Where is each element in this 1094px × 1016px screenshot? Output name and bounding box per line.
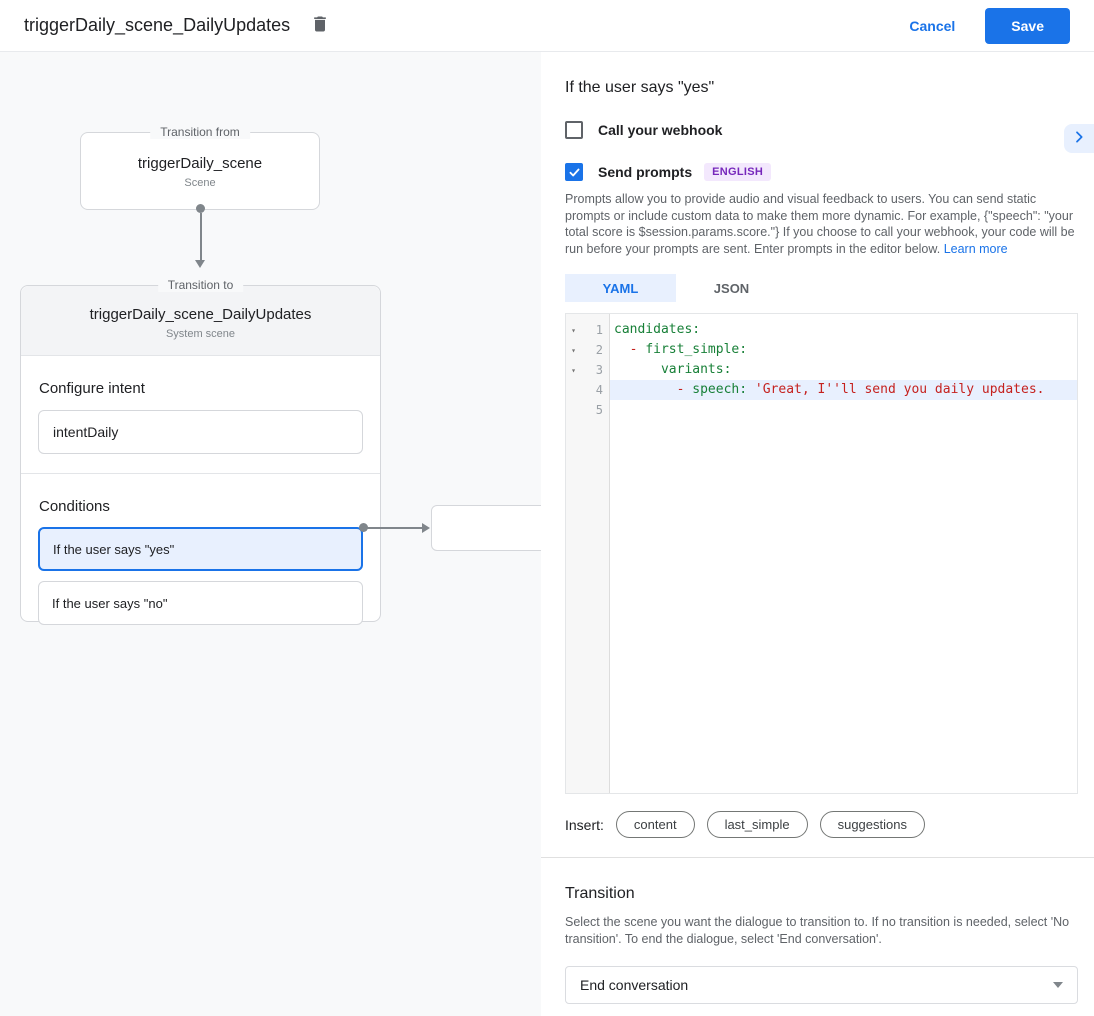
insert-row: Insert: content last_simple suggestions (565, 811, 1078, 838)
chevron-right-icon (1071, 129, 1087, 148)
code-line[interactable]: - first_simple: (610, 340, 1077, 360)
fold-arrow-icon[interactable]: ▾ (571, 345, 576, 355)
line-number: 5 (595, 403, 603, 417)
page-title: triggerDaily_scene_DailyUpdates (24, 15, 291, 35)
code-token (614, 362, 661, 377)
condition-item[interactable]: If the user says "no" (38, 581, 363, 625)
gutter-line: 4 (566, 380, 609, 400)
connector-line (199, 213, 202, 260)
arrowhead-icon (422, 523, 430, 533)
dropdown-caret-icon (1053, 982, 1063, 988)
send-prompts-label: Send prompts (598, 164, 693, 180)
code-token: speech: (692, 382, 755, 397)
conditions-label: Conditions (39, 498, 110, 515)
language-badge: ENGLISH (704, 163, 772, 181)
from-scene-type: Scene (184, 177, 216, 189)
main-area: Transition from triggerDaily_scene Scene… (0, 52, 1094, 1016)
code-token: - (676, 382, 693, 397)
flow-arrow-vertical (195, 204, 205, 270)
insert-chips: content last_simple suggestions (604, 811, 925, 838)
code-token: candidates: (614, 322, 701, 337)
gutter-line: 5 (566, 400, 609, 420)
transition-to-legend: Transition to (157, 278, 244, 292)
transition-select[interactable]: End conversation (565, 966, 1078, 1004)
checkmark-icon (569, 168, 579, 176)
cancel-button[interactable]: Cancel (909, 17, 956, 34)
connector-dot (196, 204, 205, 213)
save-button[interactable]: Save (985, 7, 1070, 44)
call-webhook-checkbox[interactable] (565, 121, 583, 139)
panel-divider (541, 857, 1094, 858)
transition-to-node: Transition to triggerDaily_scene_DailyUp… (20, 278, 381, 625)
intent-field[interactable]: intentDaily (38, 410, 363, 454)
delete-scene-button[interactable] (308, 14, 332, 38)
configure-intent-label: Configure intent (39, 380, 145, 397)
webhook-row: Call your webhook (565, 121, 1078, 139)
tab-json[interactable]: JSON (713, 280, 750, 296)
code-line[interactable]: variants: (610, 360, 1077, 380)
prompts-description: Prompts allow you to provide audio and v… (565, 191, 1078, 257)
fold-arrow-icon[interactable]: ▾ (571, 365, 576, 375)
gutter-line: ▾2 (566, 340, 609, 360)
insert-label: Insert: (565, 816, 604, 833)
panel-title: If the user says "yes" (565, 79, 715, 96)
insert-chip-suggestions[interactable]: suggestions (819, 811, 925, 838)
code-token: - (629, 342, 646, 357)
call-webhook-label: Call your webhook (598, 122, 723, 138)
gutter-line: ▾3 (566, 360, 609, 380)
from-scene-name: triggerDaily_scene (137, 155, 263, 172)
transition-description: Select the scene you want the dialogue t… (565, 915, 1070, 946)
to-scene-name: triggerDaily_scene_DailyUpdates (89, 306, 312, 323)
code-token: 'Great, I''ll send you daily updates. (754, 382, 1045, 397)
transition-from-node[interactable]: Transition from triggerDaily_scene Scene (80, 125, 320, 210)
arrowhead-icon (195, 260, 205, 268)
to-scene-type: System scene (165, 328, 236, 340)
transition-section-title: Transition (565, 885, 635, 902)
insert-chip-content[interactable]: content (615, 811, 695, 838)
condition-detail-panel: If the user says "yes" Call your webhook… (541, 52, 1094, 1016)
connector-dot (359, 523, 368, 532)
editor-code-area[interactable]: candidates: - first_simple: variants: - … (610, 314, 1077, 793)
conditions-list: If the user says "yes" If the user says "… (38, 527, 363, 625)
code-token (614, 382, 677, 397)
tab-yaml[interactable]: YAML (565, 274, 676, 302)
node-divider (21, 473, 380, 474)
line-number: 1 (595, 323, 603, 337)
line-number: 4 (595, 383, 603, 397)
to-scene-header[interactable]: triggerDaily_scene_DailyUpdates System s… (21, 286, 380, 356)
trash-icon (310, 14, 330, 37)
connector-line (366, 527, 423, 529)
learn-more-link[interactable]: Learn more (943, 241, 1008, 256)
line-number: 3 (595, 363, 603, 377)
line-number: 2 (595, 343, 603, 357)
top-bar: triggerDaily_scene_DailyUpdates Cancel S… (0, 0, 1094, 52)
collapse-panel-button[interactable] (1064, 124, 1094, 153)
code-token: first_simple: (645, 342, 748, 357)
code-line[interactable]: candidates: (610, 320, 1077, 340)
code-token (614, 342, 630, 357)
transition-selected-value: End conversation (580, 977, 689, 993)
insert-chip-last_simple[interactable]: last_simple (706, 811, 808, 838)
code-line[interactable] (610, 400, 1077, 420)
intent-value: intentDaily (53, 424, 119, 440)
code-line[interactable]: - speech: 'Great, I''ll send you daily u… (610, 380, 1077, 400)
linked-scene-node[interactable] (431, 505, 541, 551)
send-prompts-checkbox[interactable] (565, 163, 583, 181)
condition-item[interactable]: If the user says "yes" (38, 527, 363, 571)
scene-flow-canvas: Transition from triggerDaily_scene Scene… (0, 52, 541, 1016)
gutter-line: ▾1 (566, 320, 609, 340)
send-prompts-row: Send prompts ENGLISH (565, 163, 1078, 181)
fold-arrow-icon[interactable]: ▾ (571, 325, 576, 335)
prompts-description-text: Prompts allow you to provide audio and v… (565, 192, 1075, 256)
code-token: variants: (660, 362, 732, 377)
transition-from-legend: Transition from (150, 125, 250, 139)
editor-tabs: YAML JSON (565, 274, 1078, 302)
